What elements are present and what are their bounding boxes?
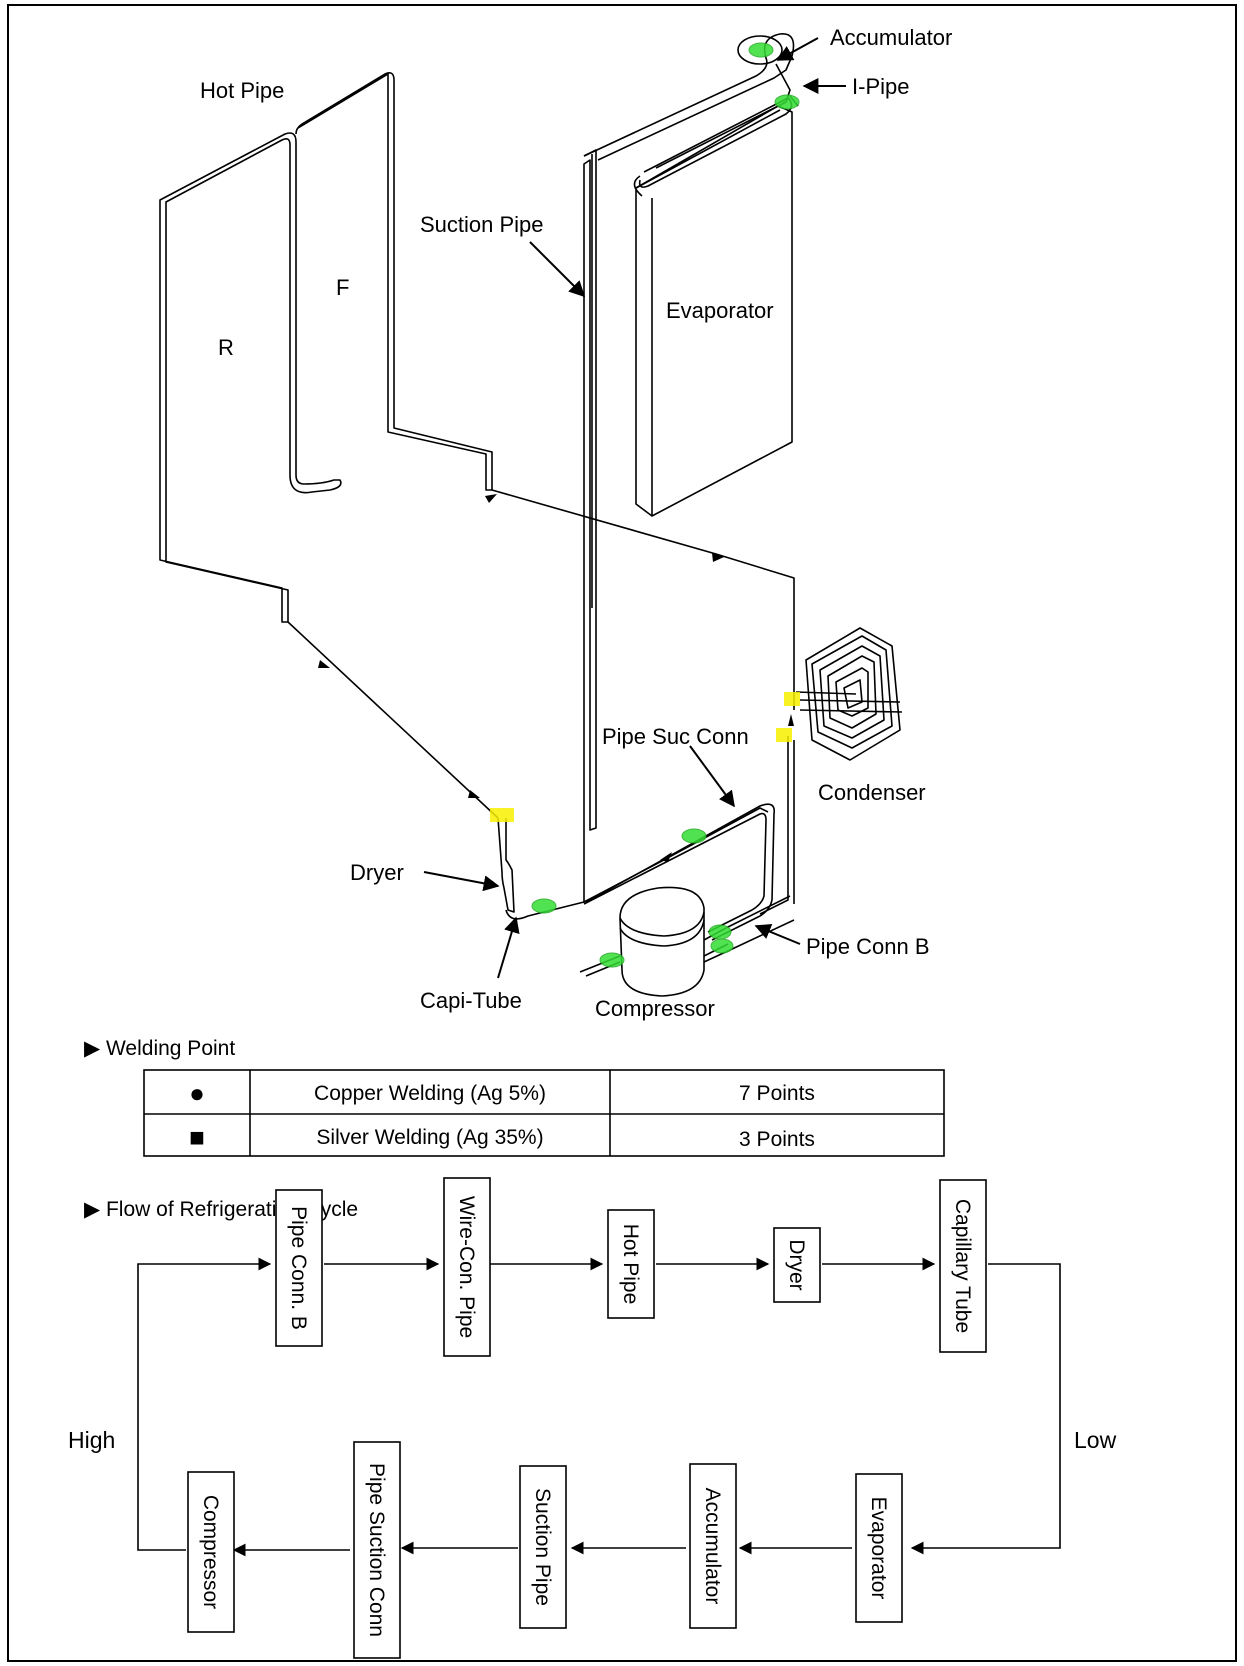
copper-weld-point: [774, 94, 800, 110]
flow-box-pipe-suction-conn: Pipe Suction Conn: [353, 1441, 401, 1659]
label-region-r: R: [218, 335, 234, 360]
flow-high-label: High: [68, 1427, 115, 1453]
flow-box-accumulator: Accumulator: [689, 1463, 737, 1629]
flow-line-low-side: [910, 1263, 1061, 1555]
leader-suction-pipe: [529, 241, 586, 298]
copper-weld-point: [710, 938, 734, 954]
label-condenser: Condenser: [818, 780, 926, 805]
label-i-pipe: I-Pipe: [852, 74, 909, 99]
flow-bottom-row: Evaporator Accumulator Suction Pipe Pipe…: [187, 1441, 903, 1659]
flow-box-label: Compressor: [199, 1495, 222, 1609]
silver-weld-point: [776, 728, 792, 742]
pipe-suc-conn-loop: [583, 803, 776, 941]
flow-arrow-condenser-up: [788, 714, 794, 726]
welding-row-symbol: ●: [189, 1078, 205, 1108]
label-region-f: F: [336, 275, 349, 300]
label-pipe-conn-b: Pipe Conn B: [806, 934, 930, 959]
label-hot-pipe: Hot Pipe: [200, 78, 284, 103]
flow-box-label: Hot Pipe: [619, 1224, 642, 1305]
piping-flow-arrows: [318, 494, 794, 862]
condenser-outlet-line: [759, 736, 795, 915]
welding-row-count: 7 Points: [739, 1082, 815, 1105]
compressor-body: [579, 886, 795, 997]
hot-pipe-r-panel: [159, 132, 342, 623]
flow-arrow-to-dryer-2: [468, 790, 480, 798]
flow-box-label: Capillary Tube: [951, 1199, 974, 1333]
suction-pipe: [583, 149, 769, 903]
hot-pipe-to-dryer-line: [287, 621, 499, 819]
flow-arrow-to-dryer-1: [318, 660, 330, 668]
label-compressor: Compressor: [595, 996, 715, 1021]
leader-accumulator: [776, 37, 819, 61]
flow-box-evaporator: Evaporator: [855, 1473, 903, 1623]
flow-connectors: [137, 1257, 1061, 1557]
flow-box-label: Pipe Conn. B: [287, 1206, 310, 1330]
label-accumulator: Accumulator: [830, 25, 952, 50]
welding-row-type: Copper Welding (Ag 5%): [314, 1082, 546, 1105]
flow-box-hot-pipe: Hot Pipe: [607, 1209, 655, 1319]
flow-box-pipe-conn-b: Pipe Conn. B: [275, 1189, 323, 1347]
page-border: [7, 4, 1237, 1662]
leader-capi-tube: [497, 916, 520, 979]
silver-welding-markers: [490, 692, 800, 822]
welding-row-type: Silver Welding (Ag 35%): [316, 1126, 543, 1149]
flow-box-compressor: Compressor: [187, 1471, 235, 1633]
leader-pipe-suc-conn: [689, 745, 735, 808]
flow-box-capillary-tube: Capillary Tube: [939, 1179, 987, 1353]
welding-table-text: ● Copper Welding (Ag 5%) 7 Points ■ Silv…: [189, 1078, 815, 1152]
silver-weld-point: [784, 692, 800, 706]
copper-weld-point: [748, 42, 774, 58]
leader-dryer: [423, 871, 500, 892]
copper-welding-markers: [531, 42, 800, 968]
welding-point-heading: ▶ Welding Point: [84, 1037, 235, 1060]
condenser-return-line: [491, 489, 795, 710]
callout-leaders: [423, 37, 846, 979]
flow-arrow-return: [712, 553, 724, 562]
flow-arrow-hot-pipe: [485, 494, 497, 503]
flow-box-label: Wire-Con. Pipe: [455, 1196, 478, 1338]
label-dryer: Dryer: [350, 860, 404, 885]
label-suction-pipe: Suction Pipe: [420, 212, 544, 237]
flow-top-row: Pipe Conn. B Wire-Con. Pipe Hot Pipe Dry…: [275, 1177, 987, 1357]
dryer-body: [497, 817, 515, 913]
flow-low-label: Low: [1074, 1427, 1117, 1453]
copper-weld-point: [681, 828, 707, 844]
copper-weld-point: [531, 898, 557, 914]
hot-pipe-f-panel: [295, 72, 493, 491]
label-pipe-suc-conn: Pipe Suc Conn: [602, 724, 749, 749]
flow-box-suction-pipe: Suction Pipe: [519, 1465, 567, 1629]
copper-weld-point: [708, 924, 732, 940]
flow-box-label: Evaporator: [867, 1497, 890, 1600]
leader-pipe-conn-b: [754, 924, 801, 945]
copper-weld-point: [599, 952, 625, 968]
flow-box-label: Accumulator: [701, 1488, 724, 1605]
label-capi-tube: Capi-Tube: [420, 988, 522, 1013]
piping-diagram: [159, 33, 903, 997]
label-evaporator: Evaporator: [666, 298, 774, 323]
flow-box-label: Dryer: [785, 1239, 808, 1290]
flow-box-dryer: Dryer: [773, 1227, 821, 1303]
welding-table: [143, 1069, 945, 1157]
flow-box-label: Suction Pipe: [531, 1488, 554, 1606]
welding-row-count: 3 Points: [739, 1128, 815, 1151]
flow-box-label: Pipe Suction Conn: [365, 1463, 388, 1637]
flow-box-wire-con-pipe: Wire-Con. Pipe: [443, 1177, 491, 1357]
flow-arrow-suction: [660, 852, 672, 862]
diagram-labels: Accumulator I-Pipe Hot Pipe Suction Pipe…: [200, 25, 952, 1021]
condenser-coil: [795, 627, 903, 761]
silver-weld-point: [490, 808, 514, 822]
flow-line-high-side: [137, 1257, 272, 1551]
i-pipe: [655, 63, 799, 169]
welding-row-symbol: ■: [189, 1122, 205, 1152]
